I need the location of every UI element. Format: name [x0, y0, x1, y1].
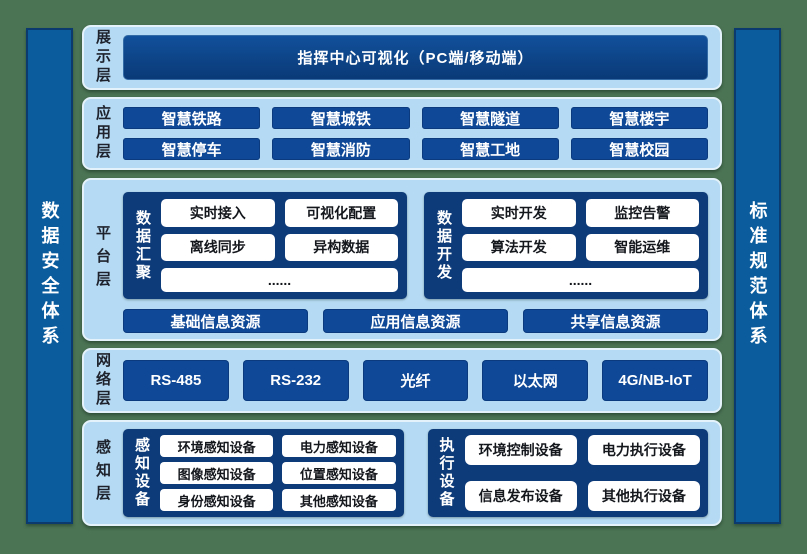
layer-network-content: RS-485 RS-232 光纤 以太网 4G/NB-IoT: [121, 350, 720, 411]
group-execution-devices-label-col: 执行设备: [436, 435, 457, 511]
group-execution-devices: 执行设备 环境控制设备 电力执行设备 信息发布设备 其他执行设备: [427, 429, 708, 517]
sensing-item: 其他感知设备: [282, 489, 396, 511]
layer-platform: 平台层 数据汇聚 实时接入 可视化配置 离线同步 异构数据 ......: [82, 178, 722, 341]
execution-item: 其他执行设备: [587, 481, 700, 511]
platform-item: 异构数据: [284, 233, 398, 262]
execution-item: 环境控制设备: [464, 435, 577, 465]
layer-application-label: 应用层: [94, 105, 111, 162]
app-item: 智慧停车: [123, 138, 261, 160]
layer-platform-label-col: 平台层: [84, 180, 121, 339]
platform-item: 离线同步: [161, 233, 275, 262]
layer-network-label-col: 网络层: [84, 350, 121, 411]
execution-item: 电力执行设备: [587, 435, 700, 465]
app-item: 智慧校园: [570, 138, 708, 160]
layer-network: 网络层 RS-485 RS-232 光纤 以太网 4G/NB-IoT: [82, 348, 722, 413]
layer-perception: 感知层 感知设备 环境感知设备 电力感知设备 图像感知设备 位置感知设备 身份感…: [82, 420, 722, 526]
layer-perception-content: 感知设备 环境感知设备 电力感知设备 图像感知设备 位置感知设备 身份感知设备 …: [121, 422, 720, 524]
platform-item: 智能运维: [585, 233, 699, 262]
platform-item: 可视化配置: [284, 199, 398, 227]
group-data-aggregation: 数据汇聚 实时接入 可视化配置 离线同步 异构数据 ......: [123, 192, 407, 299]
network-item: RS-232: [242, 360, 349, 401]
group-sensing-devices-label-col: 感知设备: [131, 435, 152, 511]
network-item: 以太网: [482, 360, 589, 401]
layer-perception-label-col: 感知层: [84, 422, 121, 524]
network-item: 光纤: [362, 360, 469, 401]
group-data-development-label: 数据开发: [435, 209, 452, 282]
execution-item: 信息发布设备: [464, 481, 577, 511]
app-item: 智慧铁路: [123, 107, 261, 129]
command-center-banner: 指挥中心可视化（PC端/移动端）: [123, 35, 708, 80]
group-data-development: 数据开发 实时开发 监控告警 算法开发 智能运维 ......: [424, 192, 708, 299]
platform-item: 实时开发: [462, 199, 576, 227]
app-item: 智慧城铁: [272, 107, 410, 129]
group-data-aggregation-label-col: 数据汇聚: [132, 199, 153, 292]
pillar-standards: 标准规范体系: [734, 28, 781, 524]
app-item: 智慧楼宇: [570, 107, 708, 129]
layer-display: 展示层 指挥中心可视化（PC端/移动端）: [82, 25, 722, 90]
layer-perception-label: 感知层: [94, 438, 111, 508]
layer-application-label-col: 应用层: [84, 99, 121, 168]
pillar-data-security: 数据安全体系: [26, 28, 73, 524]
platform-resources-row: 基础信息资源 应用信息资源 共享信息资源: [123, 309, 708, 333]
group-execution-devices-label: 执行设备: [437, 437, 455, 509]
network-item: RS-485: [123, 360, 229, 401]
platform-item-more: ......: [462, 268, 699, 292]
resource-item: 共享信息资源: [523, 309, 708, 333]
layer-display-label-col: 展示层: [84, 27, 121, 88]
platform-item: 算法开发: [462, 233, 576, 262]
platform-groups: 数据汇聚 实时接入 可视化配置 离线同步 异构数据 ...... 数据开发: [123, 192, 708, 299]
sensing-item: 位置感知设备: [282, 462, 396, 484]
platform-item-more: ......: [161, 268, 398, 292]
pillar-data-security-label: 数据安全体系: [39, 201, 60, 351]
sensing-item: 电力感知设备: [282, 435, 396, 457]
app-item: 智慧工地: [421, 138, 559, 160]
group-sensing-devices-grid: 环境感知设备 电力感知设备 图像感知设备 位置感知设备 身份感知设备 其他感知设…: [160, 435, 396, 511]
sensing-item: 身份感知设备: [160, 489, 274, 511]
group-data-development-grid: 实时开发 监控告警 算法开发 智能运维 ......: [462, 199, 699, 292]
application-grid: 智慧铁路 智慧城铁 智慧隧道 智慧楼宇 智慧停车 智慧消防 智慧工地 智慧校园: [123, 107, 708, 160]
group-data-aggregation-label: 数据汇聚: [134, 209, 151, 282]
layer-application-content: 智慧铁路 智慧城铁 智慧隧道 智慧楼宇 智慧停车 智慧消防 智慧工地 智慧校园: [121, 99, 720, 168]
network-item: 4G/NB-IoT: [602, 360, 708, 401]
group-sensing-devices-label: 感知设备: [133, 437, 150, 509]
layer-display-content: 指挥中心可视化（PC端/移动端）: [121, 27, 720, 88]
group-sensing-devices: 感知设备 环境感知设备 电力感知设备 图像感知设备 位置感知设备 身份感知设备 …: [123, 429, 404, 517]
group-data-development-label-col: 数据开发: [433, 199, 454, 292]
platform-item: 监控告警: [585, 199, 699, 227]
resource-item: 应用信息资源: [323, 309, 508, 333]
group-execution-devices-grid: 环境控制设备 电力执行设备 信息发布设备 其他执行设备: [464, 435, 700, 511]
layer-display-label: 展示层: [94, 29, 111, 86]
app-item: 智慧消防: [272, 138, 410, 160]
resource-item: 基础信息资源: [123, 309, 308, 333]
layer-platform-content: 数据汇聚 实时接入 可视化配置 离线同步 异构数据 ...... 数据开发: [121, 180, 720, 339]
sensing-item: 环境感知设备: [160, 435, 274, 457]
layer-application: 应用层 智慧铁路 智慧城铁 智慧隧道 智慧楼宇 智慧停车 智慧消防 智慧工地 智…: [82, 97, 722, 170]
pillar-standards-label: 标准规范体系: [747, 201, 768, 351]
group-data-aggregation-grid: 实时接入 可视化配置 离线同步 异构数据 ......: [161, 199, 398, 292]
app-item: 智慧隧道: [421, 107, 559, 129]
layer-platform-label: 平台层: [94, 225, 111, 294]
layer-network-label: 网络层: [94, 352, 111, 409]
platform-item: 实时接入: [161, 199, 275, 227]
sensing-item: 图像感知设备: [160, 462, 274, 484]
